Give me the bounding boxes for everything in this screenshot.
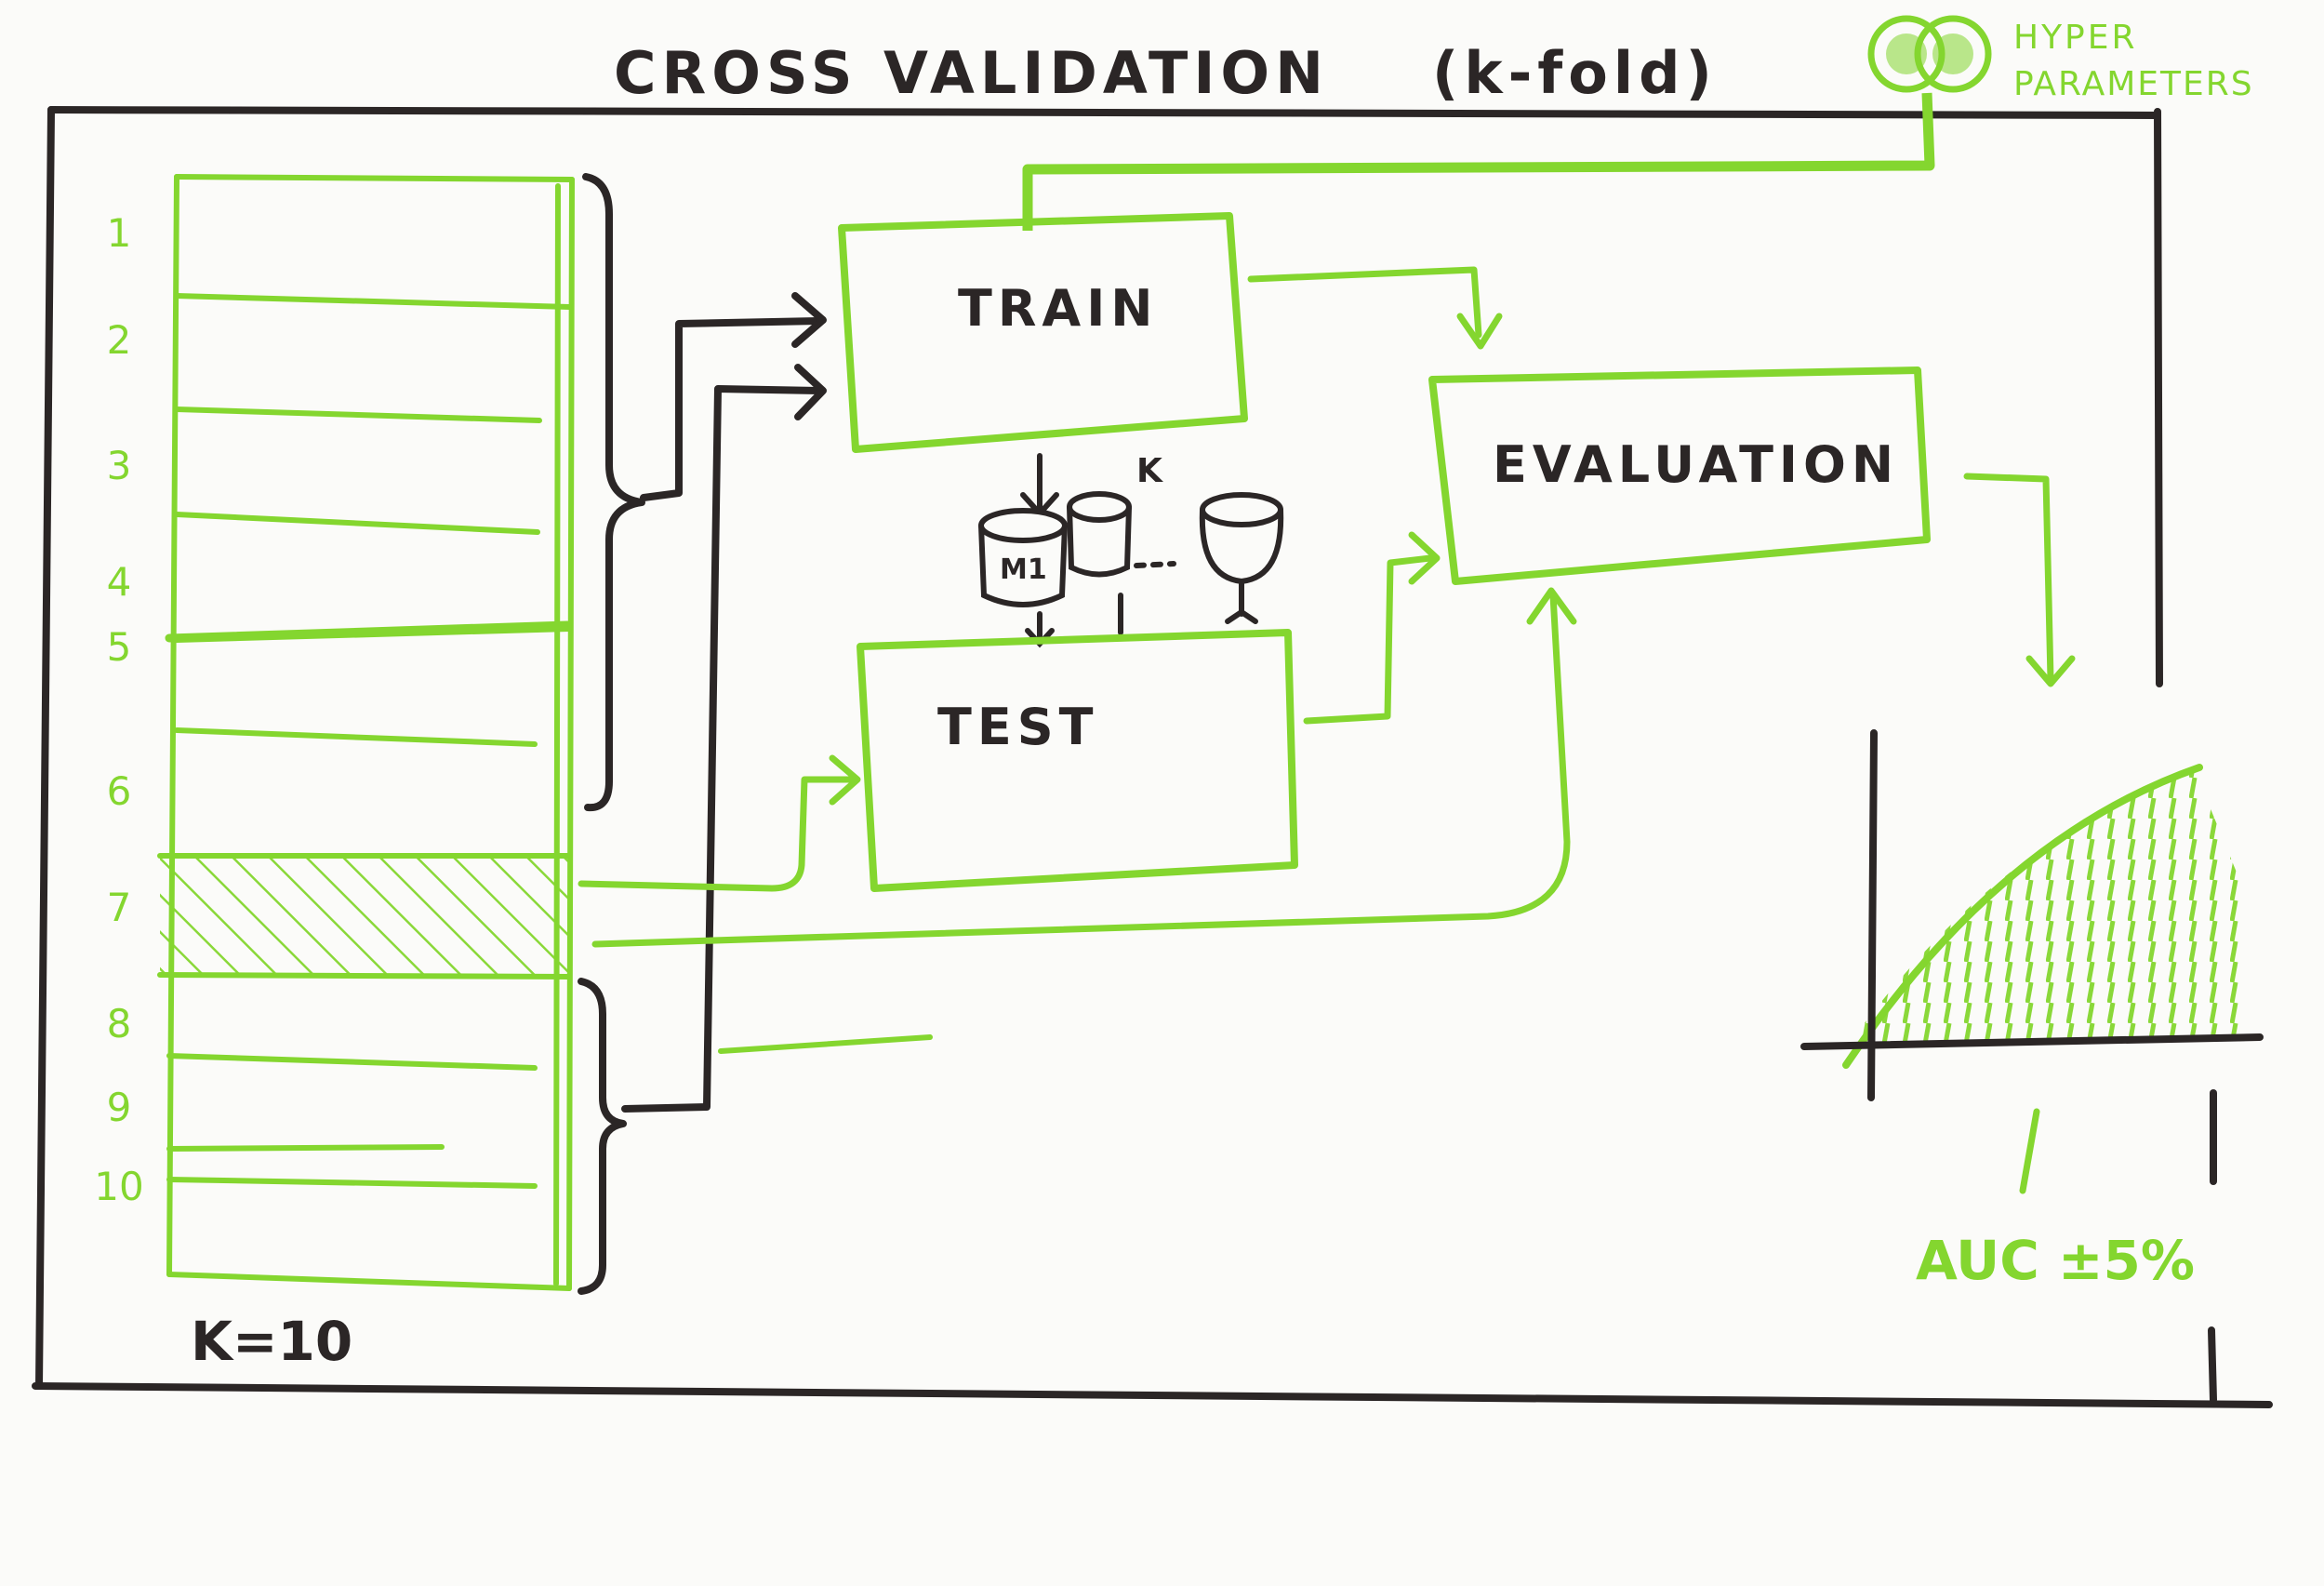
train-input-arrows <box>621 292 827 1113</box>
model-k-label: K <box>1136 452 1163 490</box>
fold-number-6: 6 <box>107 768 132 814</box>
fold-number-4: 4 <box>107 559 132 605</box>
green-flows <box>578 266 2076 1054</box>
hyperparameter-label-line2: PARAMETERS <box>2013 65 2254 103</box>
auc-area <box>1851 770 2243 1042</box>
k-value-label: K=10 <box>191 1310 352 1373</box>
fold-number-9: 9 <box>107 1085 132 1130</box>
fold-number-1: 1 <box>107 210 132 256</box>
auc-label: AUC ±5% <box>1916 1229 2195 1292</box>
fold-number-2: 2 <box>107 317 132 363</box>
fold-number-7: 7 <box>107 885 132 930</box>
fold-number-8: 8 <box>107 1001 132 1046</box>
evaluation-box-label: EVALUATION <box>1493 435 1899 494</box>
fold-number-3: 3 <box>107 443 132 488</box>
evaluation-box: EVALUATION <box>1428 367 1931 585</box>
model-m1-icon <box>978 508 1068 607</box>
diagram-title-suffix: (k-fold) <box>1432 39 1718 107</box>
model-m1-label: M1 <box>1000 553 1047 586</box>
auc-curve <box>1842 764 2203 1069</box>
train-box-label: TRAIN <box>958 279 1159 338</box>
diagram-title: CROSS VALIDATION <box>614 39 1329 107</box>
model-icons <box>978 453 1284 648</box>
fold-stack <box>157 174 575 1291</box>
test-box-label: TEST <box>937 698 1098 756</box>
auc-y-axis <box>1867 729 1878 1101</box>
hyperparameter-label-line1: HYPER <box>2013 19 2138 57</box>
hyperparameter-connector <box>1022 92 1935 231</box>
train-fold-braces <box>578 173 645 1295</box>
model-k-icon <box>1199 492 1284 624</box>
auc-chart <box>1800 729 2264 1194</box>
train-box: TRAIN <box>838 212 1248 453</box>
test-box: TEST <box>857 629 1298 892</box>
fold-numbers: 1 2 3 4 5 6 7 8 9 10 <box>94 210 143 1209</box>
fold-number-10: 10 <box>94 1164 143 1209</box>
model-stack-icon <box>1067 491 1132 578</box>
test-fold-hatched <box>160 856 569 975</box>
hyperparameter-gears-icon <box>1867 15 1992 93</box>
outer-frame <box>32 106 2273 1408</box>
auc-x-axis <box>1800 1033 2264 1050</box>
fold-number-5: 5 <box>107 624 132 670</box>
